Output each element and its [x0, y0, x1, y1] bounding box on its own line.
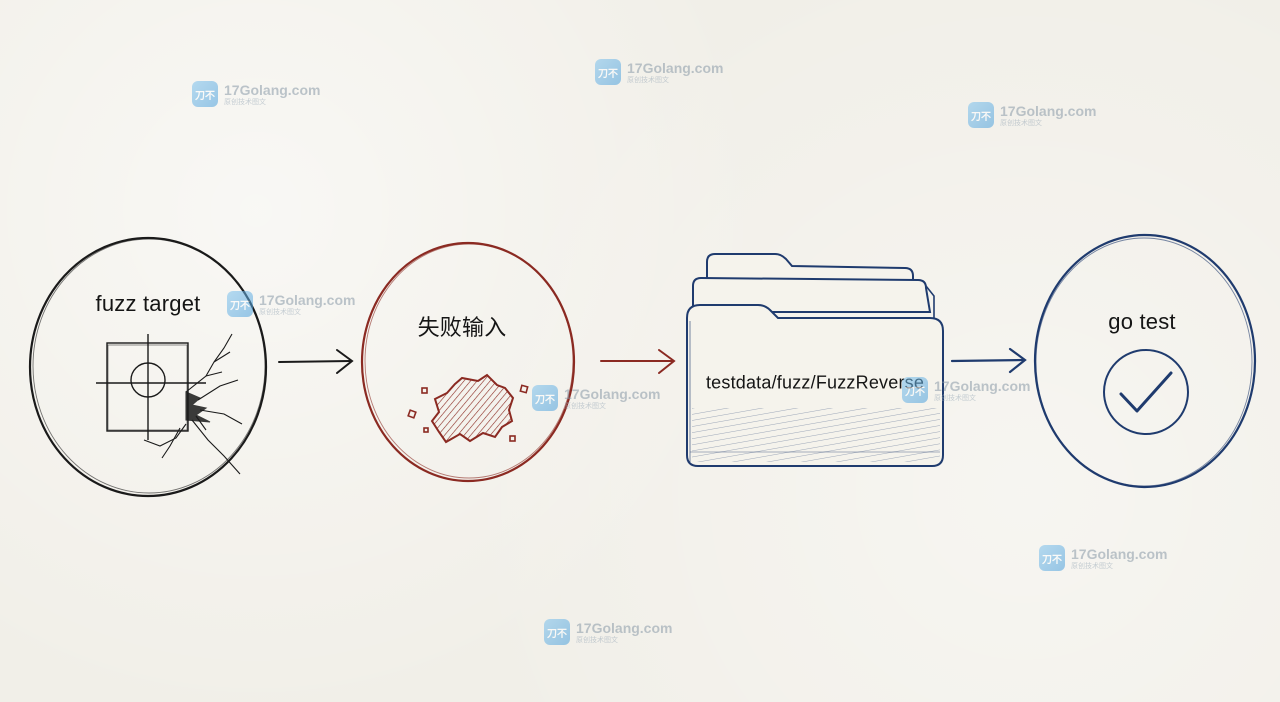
- middle-paper: [692, 276, 932, 313]
- check-circle-icon: [1103, 349, 1189, 435]
- crack-burst-icon: [143, 333, 243, 475]
- testdata-folder-label: testdata/fuzz/FuzzReverse: [705, 372, 925, 393]
- fuzz-target-circle: [28, 236, 268, 498]
- failing-input-node: [360, 241, 576, 483]
- go-test-node: [1033, 233, 1257, 489]
- failing-input-label: 失败输入: [417, 315, 507, 340]
- arrow-3: [950, 347, 1027, 374]
- fuzz-target-node: [28, 236, 268, 498]
- arrow-1: [278, 349, 354, 374]
- go-test-circle: [1033, 233, 1257, 489]
- failing-input-circle: [360, 241, 576, 483]
- arrow-2: [600, 349, 676, 374]
- testdata-folder-node: [686, 253, 944, 467]
- go-test-label: go test: [1108, 309, 1176, 334]
- fuzz-target-label: fuzz target: [95, 291, 201, 316]
- debris-fragments: [407, 384, 529, 442]
- checkmark-icon: [1119, 371, 1173, 413]
- broken-input-blob-icon: [430, 373, 515, 444]
- crosshair-target-icon: [96, 334, 206, 440]
